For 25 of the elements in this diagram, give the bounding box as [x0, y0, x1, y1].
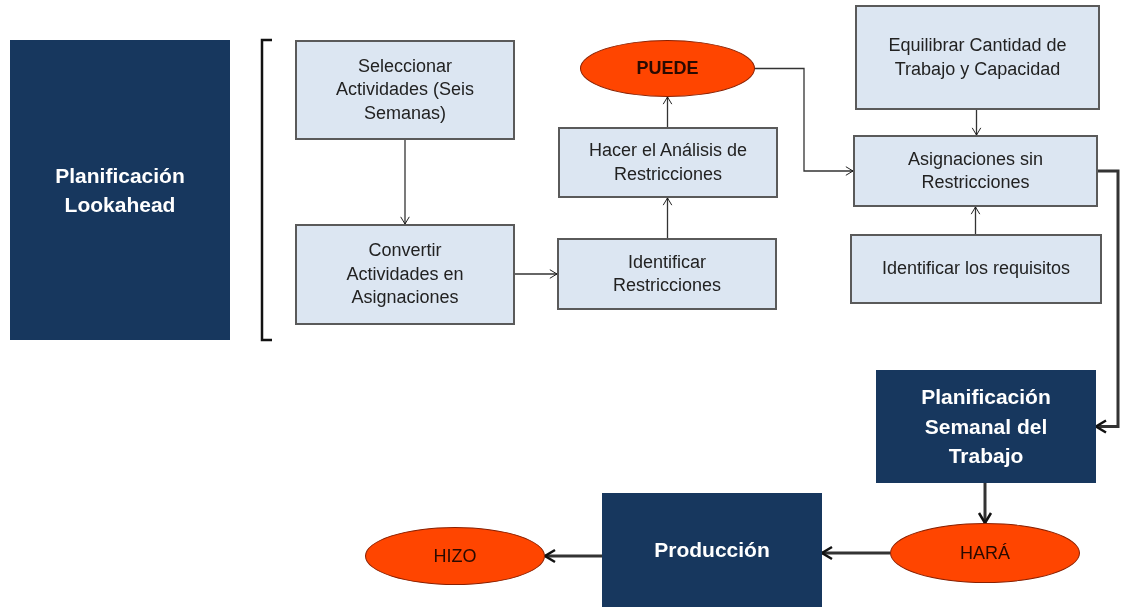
process-box — [850, 234, 1102, 304]
process-box — [295, 224, 515, 325]
node-label: Convertir Actividades en Asignaciones — [345, 239, 465, 310]
process-box — [602, 493, 822, 607]
process-box — [876, 370, 1096, 483]
node-label: HARÁ — [959, 542, 1011, 564]
arrow — [543, 548, 602, 564]
node-label: PUEDE — [635, 58, 700, 79]
node-label: Planificación Lookahead — [54, 162, 186, 218]
process-box — [558, 127, 778, 198]
node-label: Identificar los requisitos — [880, 257, 1072, 281]
process-box — [855, 5, 1100, 110]
node-label: Producción — [653, 537, 771, 564]
process-box — [295, 40, 515, 140]
process-box — [853, 135, 1098, 207]
node-label: Equilibrar Cantidad de Trabajo y Capacidad — [887, 34, 1068, 81]
process-box — [10, 40, 230, 340]
node-label: Hacer el Análisis de Restricciones — [587, 139, 749, 186]
node-label: HIZO — [432, 545, 478, 567]
node-label: Planificación Semanal del Trabajo — [920, 384, 1052, 470]
node-label: Identificar Restricciones — [611, 250, 722, 297]
arrow — [977, 483, 993, 525]
node-label: Asignaciones sin Restricciones — [906, 147, 1045, 194]
node-label: Seleccionar Actividades (Seis Semanas) — [334, 54, 476, 125]
process-box — [557, 238, 777, 310]
